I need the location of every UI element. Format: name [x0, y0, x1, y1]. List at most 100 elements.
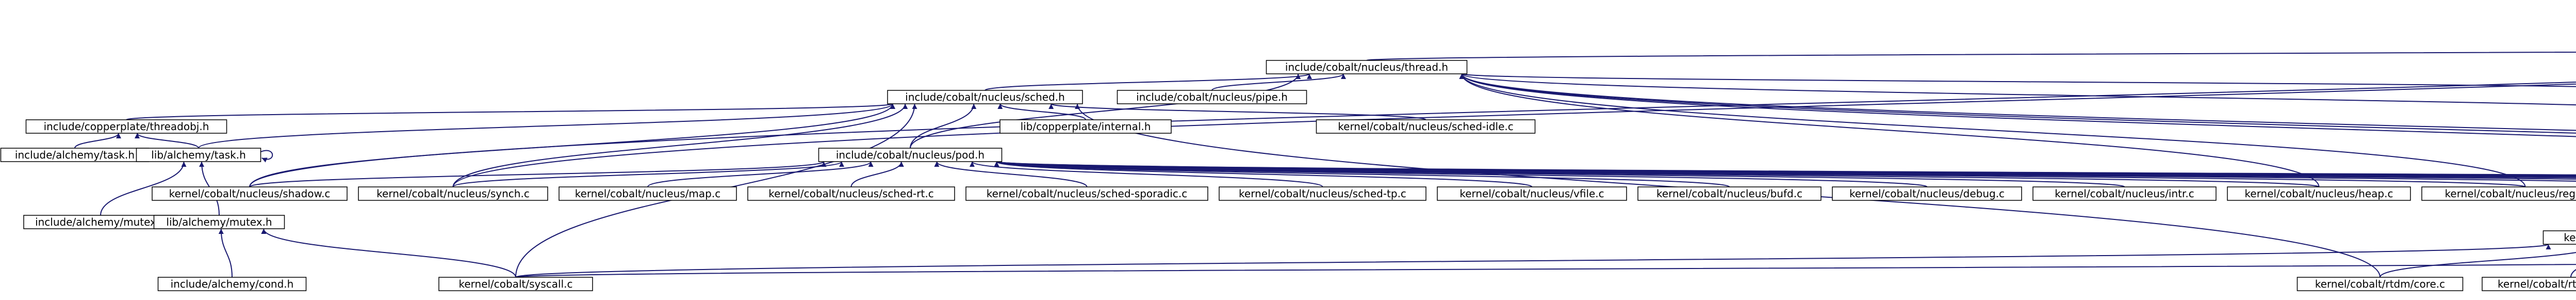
- file-node-label: kernel/cobalt/rtdm/module.c: [2498, 278, 2576, 290]
- file-node-label: kernel/cobalt/nucleus/shadow.c: [169, 187, 331, 200]
- file-node[interactable]: kernel/cobalt/nucleus/sched-tp.c: [1219, 186, 1426, 201]
- dependency-edge: [452, 103, 908, 187]
- dependency-edge: [249, 103, 895, 187]
- file-node[interactable]: kernel/cobalt/nucleus/map.c: [559, 186, 737, 201]
- file-node[interactable]: include/cobalt/nucleus/sched.h: [887, 90, 1083, 104]
- file-node[interactable]: kernel/cobalt/nucleus/shadow.c: [152, 186, 348, 201]
- dependency-edge: [126, 103, 895, 120]
- dependency-edge: [100, 161, 187, 216]
- file-node[interactable]: lib/copperplate/internal.h: [999, 119, 1172, 134]
- file-node-box: [1117, 90, 1307, 104]
- file-node-box: [153, 215, 285, 229]
- file-node-label: kernel/cobalt/nucleus/sched-rt.c: [768, 187, 933, 200]
- file-node-label: include/cobalt/nucleus/thread.h: [1285, 61, 1448, 73]
- file-node-box: [887, 90, 1083, 104]
- file-node-label: include/alchemy/task.h: [15, 149, 135, 161]
- file-node[interactable]: include/copperplate/threadobj.h: [25, 119, 227, 134]
- file-node-label: kernel/cobalt/nucleus/sched-sporadic.c: [987, 187, 1187, 200]
- dependency-edge: [135, 133, 199, 149]
- file-node-label: lib/alchemy/mutex.h: [166, 216, 272, 228]
- dependency-edge: [850, 161, 904, 187]
- file-node-label: lib/alchemy/task.h: [151, 149, 246, 161]
- dependency-edge: [647, 161, 874, 187]
- file-node[interactable]: kernel/cobalt/nucleus/debug.c: [1832, 186, 2022, 201]
- file-node[interactable]: include/cobalt/nucleus/pipe.h: [1117, 90, 1307, 104]
- dependency-edge: [2570, 269, 2576, 278]
- file-node-box: [747, 186, 955, 201]
- file-node[interactable]: kernel/cobalt/nucleus/synch.c: [358, 186, 548, 201]
- file-node-box: [2227, 186, 2411, 201]
- file-node[interactable]: include/alchemy/task.h: [0, 148, 150, 162]
- dependency-edge: [249, 82, 2576, 187]
- file-node-label: kernel/cobalt/nucleus/debug.c: [1849, 187, 2005, 200]
- dependency-edge: [249, 161, 827, 187]
- file-node[interactable]: kernel/cobalt/rtdm/internal.h: [2542, 230, 2576, 245]
- dependency-edge: [2380, 251, 2576, 278]
- file-node[interactable]: lib/alchemy/mutex.h: [153, 215, 285, 229]
- dependency-edge: [218, 228, 233, 278]
- file-node[interactable]: include/alchemy/mutex.h: [23, 215, 178, 229]
- file-node-label: kernel/cobalt/nucleus/synch.c: [376, 187, 530, 200]
- dependency-edges: [74, 52, 2576, 278]
- file-node[interactable]: include/cobalt/nucleus/thread.h: [1266, 60, 1468, 74]
- file-node[interactable]: kernel/cobalt/nucleus/heap.c: [2227, 186, 2411, 201]
- file-node-label: include/copperplate/threadobj.h: [44, 120, 209, 133]
- file-node-box: [1219, 186, 1426, 201]
- file-node-label: kernel/cobalt/nucleus/registry.c: [2445, 187, 2576, 200]
- file-node-label: kernel/cobalt/rtdm/internal.h: [2564, 231, 2576, 244]
- file-node[interactable]: lib/alchemy/task.h: [136, 148, 261, 162]
- file-node-box: [999, 119, 1172, 134]
- dependency-edge: [1459, 73, 2320, 187]
- file-node-box: [152, 186, 348, 201]
- file-node[interactable]: kernel/cobalt/nucleus/vfile.c: [1437, 186, 1627, 201]
- file-node[interactable]: kernel/cobalt/nucleus/sched-rt.c: [747, 186, 955, 201]
- file-node[interactable]: kernel/cobalt/nucleus/sched-sporadic.c: [965, 186, 1208, 201]
- dependency-edge: [198, 103, 895, 149]
- file-node-box: [2032, 186, 2217, 201]
- dependency-edge: [1459, 73, 2576, 134]
- file-node-label: kernel/cobalt/nucleus/sched-idle.c: [1338, 120, 1513, 133]
- file-node[interactable]: kernel/cobalt/nucleus/sched-idle.c: [1316, 119, 1536, 134]
- dependency-edge: [1211, 73, 1346, 91]
- file-node-label: kernel/cobalt/nucleus/heap.c: [2245, 187, 2393, 200]
- file-node-label: include/alchemy/mutex.h: [35, 216, 166, 228]
- file-node[interactable]: kernel/cobalt/nucleus/registry.c: [2421, 186, 2576, 201]
- dependency-edge: [261, 228, 516, 278]
- file-node[interactable]: include/cobalt/nucleus/pod.h: [818, 148, 1003, 162]
- dependency-edge: [995, 161, 2576, 176]
- dependency-edge: [515, 244, 2551, 278]
- file-node[interactable]: kernel/cobalt/rtdm/core.c: [2296, 277, 2464, 291]
- file-node-box: [1437, 186, 1627, 201]
- file-node-box: [2421, 186, 2576, 201]
- dependency-edge: [910, 103, 977, 149]
- file-node-box: [2542, 230, 2576, 245]
- file-node-box: [1316, 119, 1536, 134]
- file-node[interactable]: kernel/cobalt/rtdm/module.c: [2482, 277, 2576, 291]
- file-node[interactable]: kernel/cobalt/nucleus/bufd.c: [1637, 186, 1822, 201]
- dependency-edge: [1460, 73, 2576, 87]
- dependency-edge: [997, 103, 1086, 120]
- file-node-label: kernel/cobalt/nucleus/sched-tp.c: [1239, 187, 1406, 200]
- file-node-box: [0, 148, 150, 162]
- dependency-edge: [934, 161, 1088, 187]
- file-node-box: [136, 148, 261, 162]
- file-node-box: [157, 277, 307, 291]
- dependency-edge: [985, 73, 1312, 91]
- file-node[interactable]: include/alchemy/cond.h: [157, 277, 307, 291]
- dependency-edge: [970, 161, 1323, 187]
- file-node-box: [1637, 186, 1822, 201]
- file-node-label: kernel/cobalt/rtdm/core.c: [2315, 278, 2445, 290]
- file-node-box: [1266, 60, 1468, 74]
- file-node-label: lib/copperplate/internal.h: [1021, 120, 1151, 133]
- file-node-box: [25, 119, 227, 134]
- dependency-edge: [910, 73, 1301, 149]
- dependency-edge: [1366, 52, 2576, 61]
- file-node[interactable]: kernel/cobalt/syscall.c: [438, 277, 593, 291]
- dependency-edge: [1459, 73, 2526, 187]
- dependency-edge: [1048, 103, 1426, 120]
- file-node-box: [818, 148, 1003, 162]
- file-node-label: include/alchemy/cond.h: [171, 278, 294, 290]
- file-node[interactable]: kernel/cobalt/nucleus/intr.c: [2032, 186, 2217, 201]
- file-node-label: kernel/cobalt/nucleus/bufd.c: [1656, 187, 1802, 200]
